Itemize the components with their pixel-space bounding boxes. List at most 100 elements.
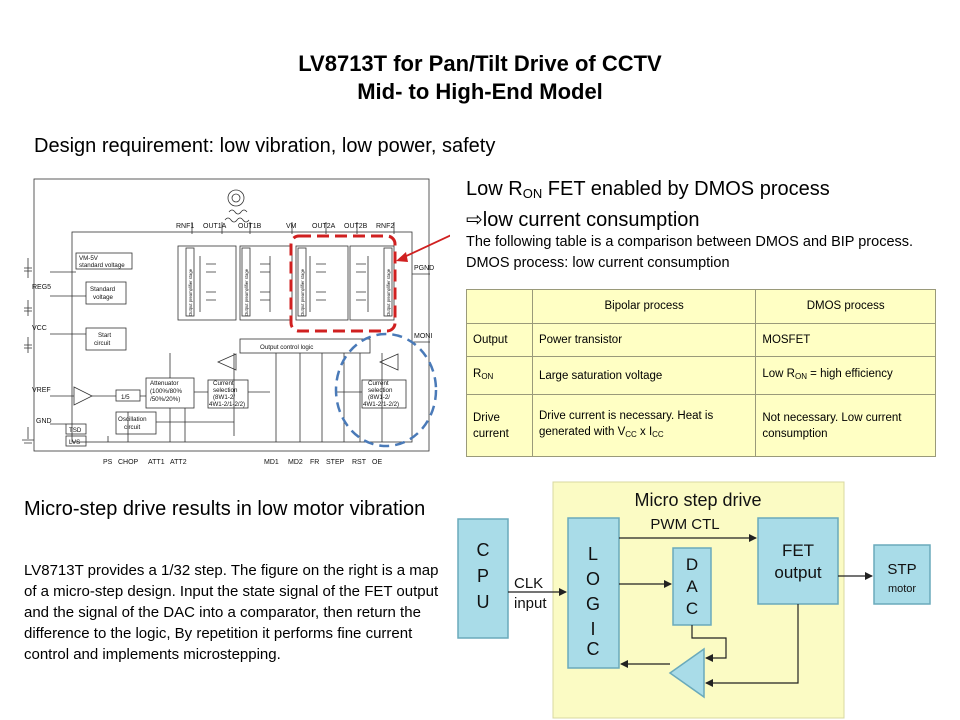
pin-vref: VREF bbox=[32, 387, 51, 394]
motor-coil-1 bbox=[228, 209, 248, 215]
dac-letter: D bbox=[686, 555, 698, 574]
micro-heading: Micro-step drive results in low motor vi… bbox=[24, 498, 426, 520]
vm5v-block bbox=[75, 252, 133, 270]
ron-heading-line-1: Low RON FET enabled by DMOS process bbox=[466, 176, 830, 207]
start-label-2: circuit bbox=[94, 340, 110, 347]
cs2-label-4: 4W1-2/1-2/2) bbox=[363, 401, 399, 408]
standard-voltage-block bbox=[85, 281, 127, 305]
cs2-label-1: Current bbox=[368, 380, 389, 387]
pin-step: STEP bbox=[326, 459, 345, 466]
attenuator-label-2: (100%/80% bbox=[150, 388, 182, 395]
logic-block bbox=[567, 517, 620, 669]
micro-step-diagram: Micro step drive PWM CTL C P U L O G I C… bbox=[457, 481, 931, 719]
stp-label-1: STP bbox=[887, 561, 916, 578]
dac-letter: C bbox=[686, 599, 698, 618]
output-control-label: Output control logic bbox=[260, 344, 313, 351]
attenuator-label-3: /50%/20%) bbox=[150, 396, 180, 403]
dac-letter: A bbox=[686, 577, 698, 596]
row-label-ron: RON bbox=[466, 356, 533, 396]
pin-moni: MONI bbox=[414, 333, 432, 340]
row-label-drive: Drive current bbox=[466, 394, 533, 457]
current-selection-2 bbox=[361, 379, 407, 409]
drive-label-2: current bbox=[473, 427, 509, 440]
bipolar-drive-line-1: Drive current is necessary. Heat is bbox=[538, 410, 714, 423]
table-row: RON Large saturation voltage Low RON = h… bbox=[466, 356, 936, 396]
bipolar-drive-sub1: CC bbox=[625, 430, 637, 440]
lvs-label: LVS bbox=[69, 439, 80, 446]
ron-heading-sub: ON bbox=[522, 186, 543, 201]
fet-label-2: output bbox=[774, 563, 822, 582]
ic-body bbox=[71, 231, 413, 443]
ratio-label: 1/5 bbox=[121, 394, 130, 401]
h-bridge-4 bbox=[349, 245, 395, 321]
cell-dmos-output: MOSFET bbox=[755, 322, 936, 358]
dac-block bbox=[672, 547, 712, 626]
pin-fr: FR bbox=[310, 459, 319, 466]
pin-out2a: OUT2A bbox=[312, 223, 336, 230]
dmos-ron-pre: Low R bbox=[762, 368, 795, 381]
pin-rnf1: RNF1 bbox=[176, 223, 194, 230]
vm5v-label-1: VM-5V bbox=[79, 255, 99, 262]
h-bridge-3 bbox=[295, 245, 349, 321]
clk-label-2: input bbox=[514, 595, 547, 612]
predriver-label-2: Output preamplifier stage bbox=[244, 268, 249, 316]
pin-rnf2: RNF2 bbox=[376, 223, 394, 230]
table-header-cell: DMOS process bbox=[755, 289, 936, 324]
drive-label-1: Drive bbox=[473, 411, 500, 424]
clk-label-1: CLK bbox=[514, 575, 543, 592]
motor-coil-2 bbox=[224, 217, 250, 223]
cs2-label-3: (8W1-2/ bbox=[368, 394, 390, 401]
lv8713t-block-diagram: RNF1 OUT1A OUT1B VM OUT2A OUT2B RNF2 REG… bbox=[22, 178, 450, 466]
attenuator-label-1: Attenuator bbox=[150, 380, 179, 387]
pin-vm: VM bbox=[286, 223, 297, 230]
lvs-block bbox=[65, 435, 87, 447]
arrow-icon: ⇨ bbox=[466, 209, 483, 231]
table-row: Drive current Drive current is necessary.… bbox=[466, 394, 936, 457]
pin-att2: ATT2 bbox=[170, 459, 187, 466]
pin-out1a: OUT1A bbox=[203, 223, 227, 230]
stp-label-2: motor bbox=[888, 583, 916, 595]
start-label-1: Start bbox=[98, 332, 111, 339]
title-line-1: LV8713T for Pan/Tilt Drive of CCTV bbox=[298, 51, 662, 76]
fet-label-1: FET bbox=[782, 541, 814, 560]
cpu-block bbox=[457, 518, 509, 639]
motor-icon bbox=[227, 189, 245, 207]
pin-chop: CHOP bbox=[118, 459, 139, 466]
dmos-pointer-head bbox=[396, 252, 408, 262]
pin-reg5: REG5 bbox=[32, 284, 51, 291]
cs1-label-3: (8W1-2/ bbox=[213, 394, 235, 401]
pin-out2b: OUT2B bbox=[344, 223, 368, 230]
bipolar-drive-sub2: CC bbox=[652, 430, 664, 440]
cs2-label-2: selection bbox=[368, 387, 393, 394]
micro-step-title: Micro step drive bbox=[634, 490, 761, 510]
dmos-pointer bbox=[401, 234, 450, 259]
fet-output-block bbox=[757, 517, 839, 605]
title-line-2: Mid- to High-End Model bbox=[357, 79, 603, 104]
logic-letter: I bbox=[590, 619, 595, 639]
logic-letter: C bbox=[587, 639, 600, 659]
pin-vcc: VCC bbox=[32, 325, 47, 332]
tsd-block bbox=[65, 423, 87, 435]
pin-att1: ATT1 bbox=[148, 459, 165, 466]
ratio-block bbox=[115, 389, 141, 402]
ron-label-sub: ON bbox=[481, 372, 494, 382]
table-header-cell: Bipolar process bbox=[531, 289, 757, 324]
cell-dmos-ron: Low RON = high efficiency bbox=[755, 356, 936, 396]
current-selection-1 bbox=[207, 379, 249, 409]
cs1-label-4: 4W1-2/1-2/2) bbox=[209, 401, 245, 408]
logic-letter: L bbox=[588, 544, 598, 564]
vref-amp bbox=[73, 386, 93, 406]
cs1-label-2: selection bbox=[213, 387, 238, 394]
predriver-label-3: Output preamplifier stage bbox=[300, 268, 305, 316]
osc-label-2: circuit bbox=[124, 424, 140, 431]
ron-heading-post: FET enabled by DMOS process bbox=[542, 178, 830, 200]
cpu-letter: U bbox=[477, 592, 490, 612]
osc-label-1: Oscillation bbox=[118, 416, 147, 423]
cs1-label-1: Current bbox=[213, 380, 234, 387]
cpu-letter: C bbox=[477, 540, 490, 560]
pin-md1: MD1 bbox=[264, 459, 279, 466]
pin-oe: OE bbox=[372, 459, 382, 466]
fet-comparator-arrow bbox=[705, 604, 799, 687]
output-control-block bbox=[239, 338, 371, 354]
